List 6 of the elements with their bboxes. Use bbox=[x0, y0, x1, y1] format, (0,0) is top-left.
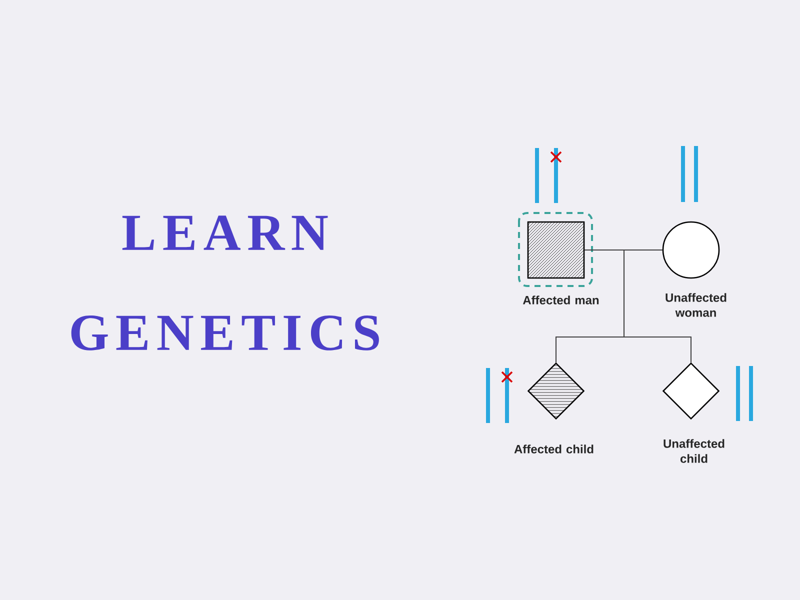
node-label: Affected child bbox=[514, 444, 594, 454]
node-label: Unaffected child bbox=[664, 439, 724, 463]
node-label: Unaffected woman bbox=[666, 293, 726, 317]
node-label: Affected man bbox=[522, 296, 599, 304]
title: LEARN GENETICS bbox=[71, 216, 379, 350]
descent-line bbox=[624, 250, 692, 363]
